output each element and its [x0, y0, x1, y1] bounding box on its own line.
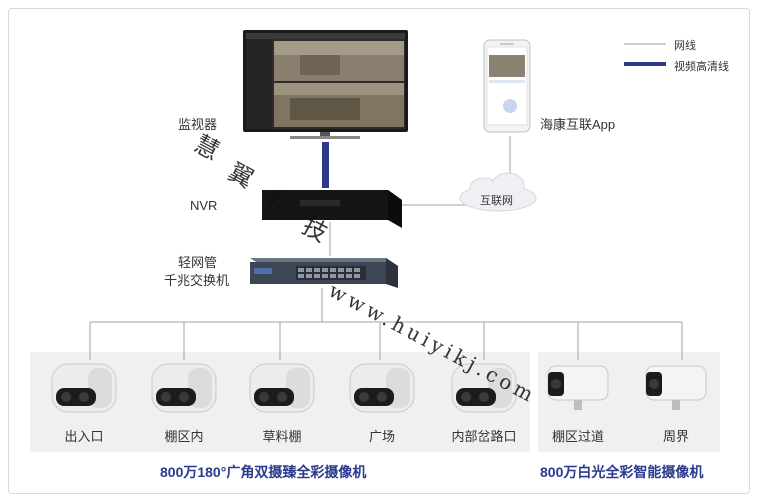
camera-bullet-icon [547, 365, 609, 410]
switch-label-line2: 千兆交换机 [164, 273, 230, 288]
switch-icon [250, 258, 398, 288]
monitor-label: 监视器 [178, 117, 218, 132]
diagram-frame [8, 8, 750, 494]
camera-wide-icon [249, 363, 315, 413]
bullet-camera-footer: 800万白光全彩智能摄像机 [540, 464, 704, 480]
app-label: 海康互联App [540, 117, 616, 132]
legend-hd-line [624, 62, 666, 66]
camera-wide-icon [151, 363, 217, 413]
camera-bullet-icon [645, 365, 707, 410]
camera-wide-icon [349, 363, 415, 413]
camera-label: 棚区过道 [551, 429, 604, 444]
nvr-label: NVR [190, 198, 218, 213]
legend-hd-label: 视频高清线 [674, 61, 729, 73]
camera-label: 广场 [368, 429, 395, 444]
distribution-lines [89, 288, 683, 360]
camera-wide-icon [451, 363, 517, 413]
legend-network-label: 网线 [674, 40, 696, 52]
camera-label: 出入口 [64, 429, 104, 444]
phone-icon [483, 39, 531, 133]
wide-camera-footer: 800万180°广角双摄臻全彩摄像机 [160, 464, 367, 480]
camera-label: 草料棚 [262, 429, 302, 444]
internet-label: 互联网 [480, 195, 513, 207]
camera-label: 内部岔路口 [451, 429, 517, 444]
cloud-icon [459, 172, 537, 212]
camera-label: 棚区内 [164, 429, 204, 444]
monitor-icon [243, 30, 408, 139]
nvr-icon [262, 190, 402, 228]
hd-line-monitor-nvr [322, 142, 329, 188]
camera-label: 周界 [662, 429, 689, 444]
camera-wide-icon [51, 363, 117, 413]
switch-label-line1: 轻网管 [178, 255, 218, 270]
